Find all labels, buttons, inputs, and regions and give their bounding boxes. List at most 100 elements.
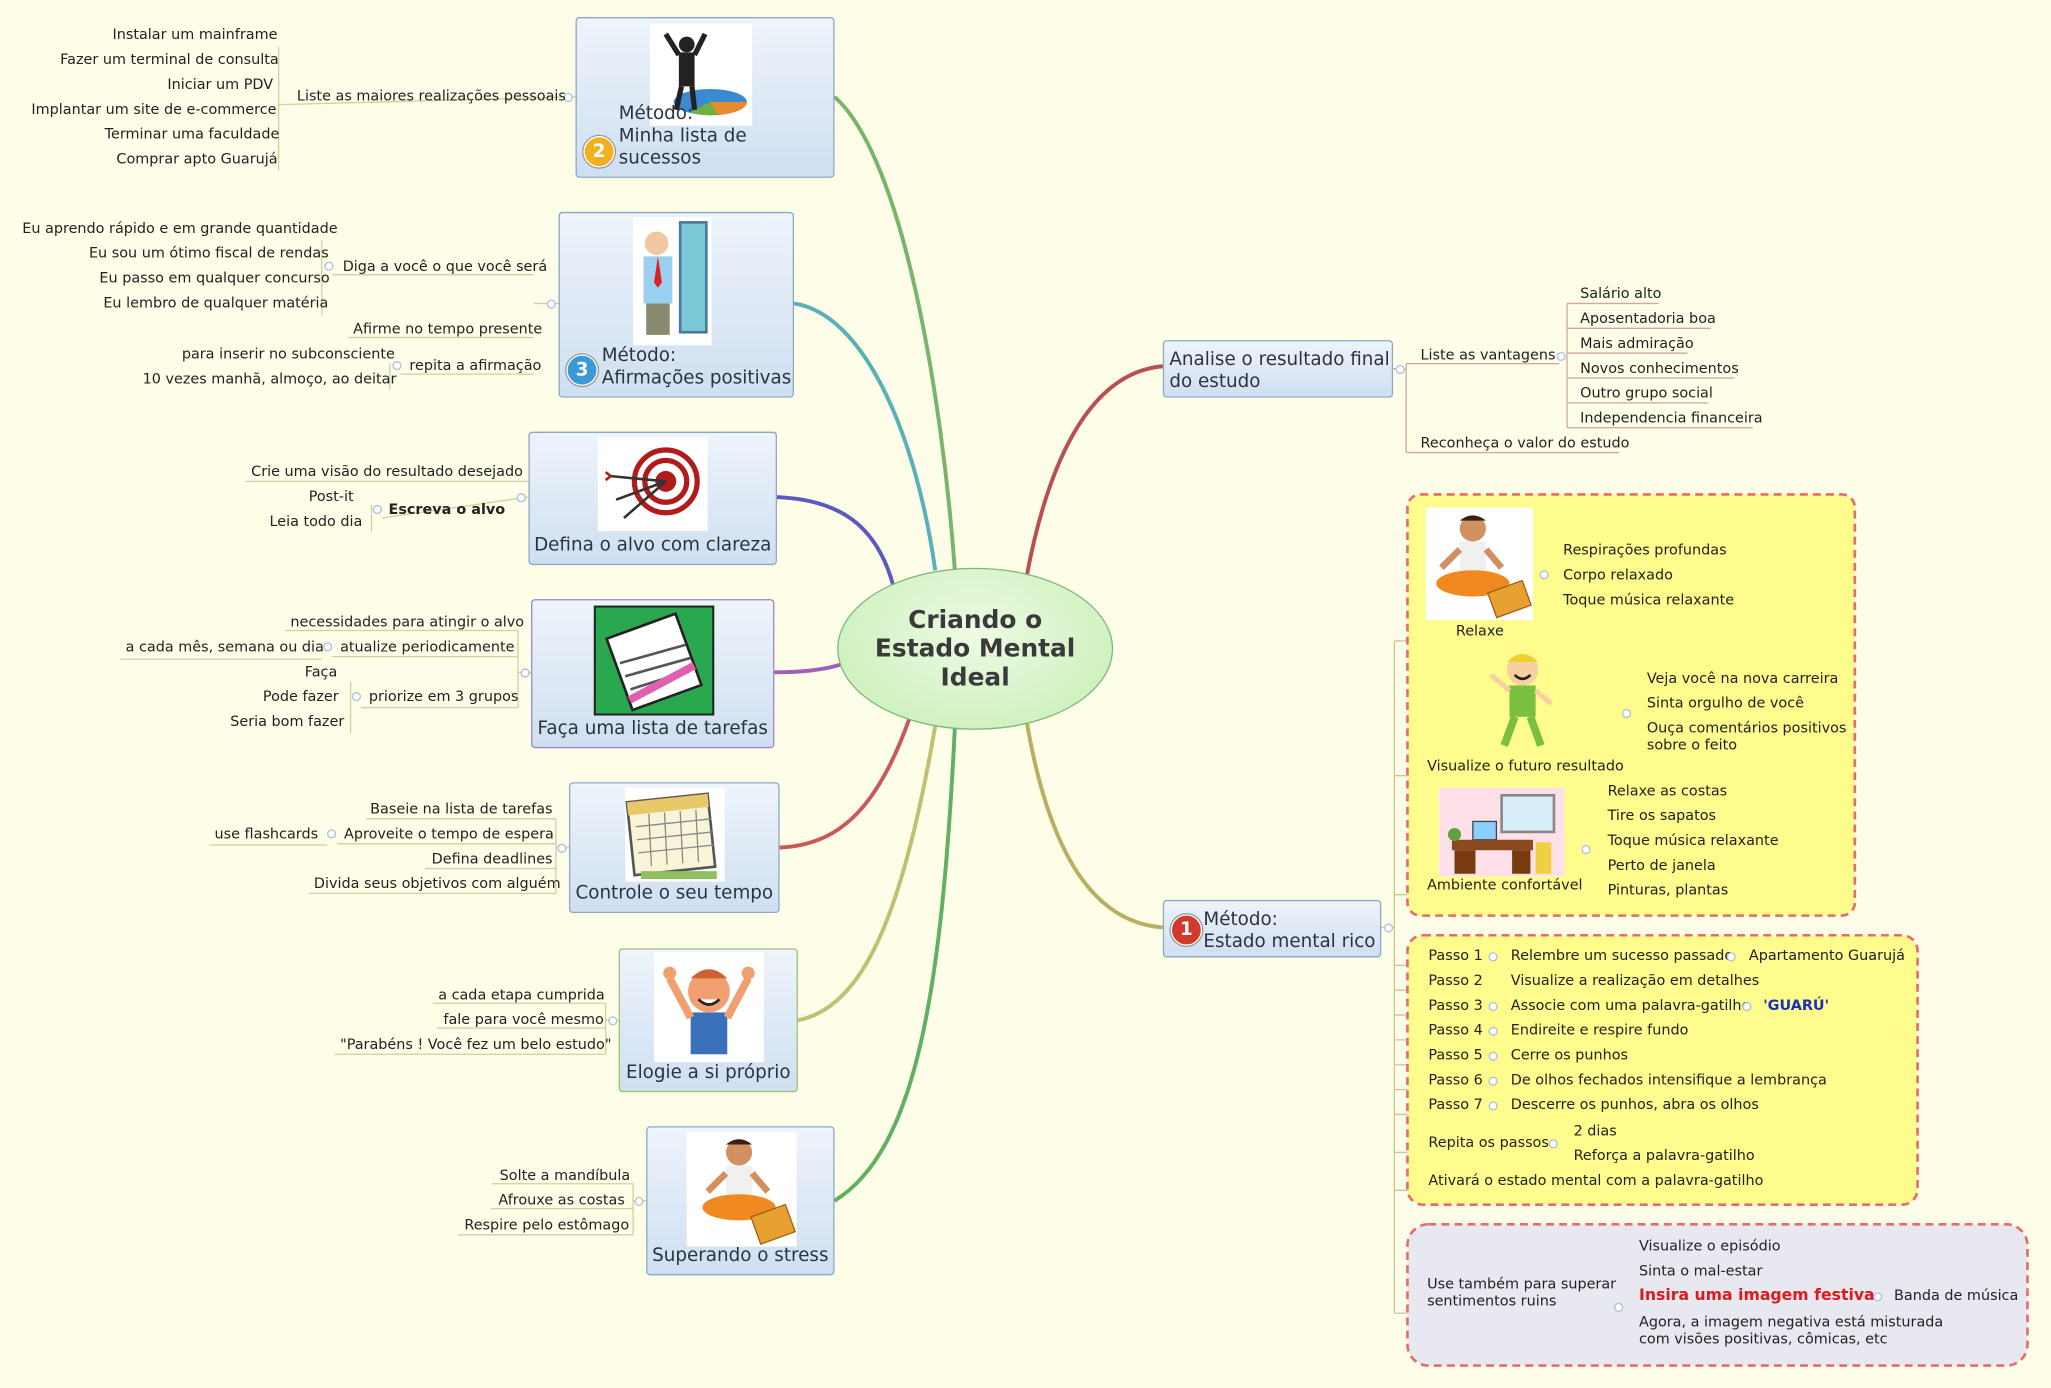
- topic-superando-o-stress[interactable]: Superando o stress: [646, 1126, 835, 1276]
- collapse-toggle[interactable]: [1742, 1001, 1752, 1012]
- topic-estado-mental-rico[interactable]: 1 Método: Estado mental rico: [1162, 899, 1382, 958]
- subtopic-item[interactable]: Corpo relaxado: [1563, 566, 1673, 584]
- subtopic-item[interactable]: Toque música relaxante: [1607, 831, 1779, 849]
- subtopic-insira-imagem-festiva[interactable]: Insira uma imagem festiva: [1638, 1285, 1875, 1305]
- subtopic-afirme-presente[interactable]: Afirme no tempo presente: [353, 320, 543, 338]
- subtopic-item[interactable]: Solte a mandíbula: [499, 1166, 631, 1184]
- subtopic-superar-sentimentos[interactable]: Use também para superar sentimentos ruin…: [1427, 1275, 1616, 1309]
- subtopic-item[interactable]: Comprar apto Guarujá: [116, 150, 278, 168]
- subtopic-item[interactable]: Agora, a imagem negativa está misturada …: [1638, 1313, 1944, 1348]
- passo-label[interactable]: Passo 4: [1428, 1021, 1483, 1039]
- subtopic-item[interactable]: "Parabéns ! Você fez um belo estudo": [340, 1035, 612, 1053]
- passo-label[interactable]: Passo 5: [1428, 1046, 1483, 1064]
- passo-label[interactable]: Passo 3: [1428, 996, 1483, 1014]
- subtopic-repita-afirmacao[interactable]: repita a afirmação: [409, 357, 542, 375]
- subtopic-item[interactable]: Eu sou um ótimo fiscal de rendas: [88, 244, 329, 262]
- passo-text[interactable]: Endireite e respire fundo: [1510, 1021, 1689, 1039]
- subtopic-item[interactable]: Terminar uma faculdade: [104, 125, 280, 143]
- collapse-toggle[interactable]: [1395, 364, 1405, 375]
- subtopic-item[interactable]: Toque música relaxante: [1563, 591, 1735, 609]
- collapse-toggle[interactable]: [392, 361, 402, 371]
- subtopic-item[interactable]: Faça: [304, 663, 338, 681]
- subtopic-item[interactable]: Pinturas, plantas: [1607, 881, 1729, 899]
- subtopic-ativara[interactable]: Ativará o estado mental com a palavra-ga…: [1428, 1172, 1764, 1190]
- topic-lista-de-tarefas[interactable]: Faça uma lista de tarefas: [531, 599, 775, 749]
- subtopic-atualize[interactable]: atualize periodicamente: [340, 638, 515, 656]
- collapse-toggle[interactable]: [351, 691, 362, 702]
- passo-label[interactable]: Passo 7: [1428, 1096, 1483, 1114]
- collapse-toggle[interactable]: [1488, 1076, 1498, 1086]
- collapse-toggle[interactable]: [516, 493, 526, 503]
- subtopic-item[interactable]: Tire os sapatos: [1607, 807, 1717, 825]
- passo-extra[interactable]: Apartamento Guarujá: [1748, 947, 1905, 965]
- collapse-toggle[interactable]: [1539, 570, 1549, 580]
- topic-defina-o-alvo[interactable]: Defina o alvo com clareza: [528, 431, 777, 566]
- collapse-toggle[interactable]: [1548, 1139, 1558, 1149]
- collapse-toggle[interactable]: [1488, 952, 1498, 962]
- subtopic-item[interactable]: necessidades para atingir o alvo: [290, 613, 525, 631]
- subtopic-escreva-o-alvo[interactable]: Escreva o alvo: [388, 500, 506, 518]
- subtopic-item[interactable]: Fazer um terminal de consulta: [60, 51, 279, 69]
- subtopic-item[interactable]: Ouça comentários positivos sobre o feito: [1646, 719, 1847, 754]
- topic-minha-lista-de-sucessos[interactable]: 2 Método: Minha lista de sucessos: [575, 17, 835, 178]
- subtopic-item[interactable]: fale para você mesmo: [443, 1011, 604, 1029]
- subtopic-diga-a-voce[interactable]: Diga a você o que você será: [342, 257, 548, 275]
- topic-afirmacoes-positivas[interactable]: 3 Método: Afirmações positivas: [558, 211, 794, 398]
- subtopic-repita-passos[interactable]: Repita os passos: [1428, 1134, 1549, 1152]
- subtopic-visualize[interactable]: Visualize o futuro resultado: [1427, 757, 1624, 775]
- passo-text[interactable]: Associe com uma palavra-gatilho: [1510, 996, 1751, 1014]
- subtopic-item[interactable]: Iniciar um PDV: [167, 75, 274, 93]
- subtopic-item[interactable]: use flashcards: [214, 825, 319, 843]
- passo-label[interactable]: Passo 2: [1428, 971, 1483, 989]
- passo-text[interactable]: De olhos fechados intensifique a lembran…: [1510, 1071, 1827, 1089]
- subtopic-item[interactable]: Reconheça o valor do estudo: [1420, 434, 1630, 452]
- collapse-toggle[interactable]: [327, 829, 337, 839]
- collapse-toggle[interactable]: [520, 668, 530, 678]
- subtopic-item[interactable]: Defina deadlines: [431, 850, 553, 868]
- subtopic-item[interactable]: Sinta o mal-estar: [1638, 1262, 1763, 1280]
- subtopic-item[interactable]: Implantar um site de e-commerce: [31, 100, 277, 118]
- collapse-toggle[interactable]: [557, 843, 567, 853]
- subtopic-item[interactable]: Sinta orgulho de você: [1646, 694, 1804, 712]
- collapse-toggle[interactable]: [1383, 923, 1394, 933]
- central-topic[interactable]: Criando o Estado Mental Ideal: [837, 567, 1114, 730]
- subtopic-item[interactable]: Novos conhecimentos: [1580, 359, 1739, 377]
- subtopic-item[interactable]: Pode fazer: [262, 688, 339, 706]
- subtopic-item[interactable]: Seria bom fazer: [230, 712, 345, 730]
- subtopic-item[interactable]: Eu aprendo rápido e em grande quantidade: [22, 219, 338, 237]
- subtopic-item[interactable]: Post-it: [308, 487, 354, 505]
- collapse-toggle[interactable]: [1581, 844, 1591, 855]
- subtopic-item[interactable]: Outro grupo social: [1580, 384, 1713, 402]
- passo-text[interactable]: Descerre os punhos, abra os olhos: [1510, 1096, 1759, 1114]
- collapse-toggle[interactable]: [372, 504, 382, 515]
- subtopic-item[interactable]: Relaxe as costas: [1607, 782, 1728, 800]
- collapse-toggle[interactable]: [323, 642, 333, 652]
- topic-analise-resultado[interactable]: Analise o resultado final do estudo: [1162, 340, 1394, 398]
- subtopic-item[interactable]: 10 vezes manhã, almoço, ao deitar: [142, 370, 397, 388]
- subtopic-item[interactable]: Independencia financeira: [1580, 409, 1763, 427]
- subtopic-item[interactable]: para inserir no subconsciente: [181, 345, 395, 363]
- subtopic-item[interactable]: Perto de janela: [1607, 856, 1716, 874]
- passo-text[interactable]: Relembre um sucesso passado: [1510, 947, 1734, 965]
- collapse-toggle[interactable]: [634, 1196, 644, 1207]
- passo-text[interactable]: Cerre os punhos: [1510, 1046, 1629, 1064]
- subtopic-liste-vantagens[interactable]: Liste as vantagens: [1420, 346, 1556, 364]
- topic-elogie-a-si[interactable]: Elogie a si próprio: [618, 948, 798, 1093]
- subtopic-item[interactable]: Afrouxe as costas: [498, 1191, 625, 1209]
- collapse-toggle[interactable]: [324, 261, 334, 271]
- subtopic-item[interactable]: Baseie na lista de tarefas: [370, 800, 553, 818]
- subtopic-priorize[interactable]: priorize em 3 grupos: [368, 688, 519, 706]
- subtopic-item[interactable]: Respire pelo estômago: [464, 1216, 630, 1234]
- subtopic-item[interactable]: Banda de música: [1894, 1287, 2019, 1305]
- subtopic-item[interactable]: Leia todo dia: [269, 512, 363, 530]
- passo-text[interactable]: Visualize a realização em detalhes: [1510, 971, 1760, 989]
- topic-controle-o-tempo[interactable]: Controle o seu tempo: [568, 782, 780, 914]
- collapse-toggle[interactable]: [1621, 708, 1632, 719]
- subtopic-item[interactable]: Reforça a palavra-gatilho: [1573, 1147, 1755, 1165]
- collapse-toggle[interactable]: [1488, 1026, 1498, 1036]
- subtopic-item[interactable]: Eu passo em qualquer concurso: [99, 269, 330, 287]
- collapse-toggle[interactable]: [1873, 1292, 1883, 1302]
- subtopic-relaxe[interactable]: Relaxe: [1455, 622, 1504, 640]
- collapse-toggle[interactable]: [563, 92, 573, 103]
- passo-label[interactable]: Passo 6: [1428, 1071, 1483, 1089]
